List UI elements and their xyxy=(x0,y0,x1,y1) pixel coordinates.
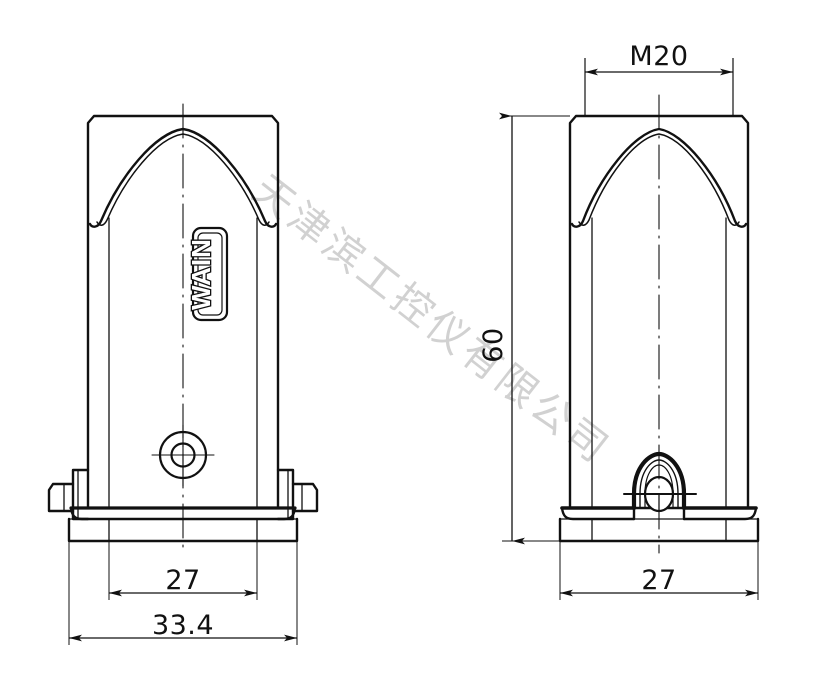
front-view xyxy=(47,103,319,554)
front-latch-left-tab xyxy=(47,482,75,513)
front-dimensions xyxy=(68,541,298,645)
side-dim-60-label: 60 xyxy=(478,327,509,362)
side-flange-body xyxy=(558,517,760,543)
front-logo-plate xyxy=(191,226,229,322)
front-latch-right-tab xyxy=(291,482,319,513)
side-dim-27-label: 27 xyxy=(641,565,676,596)
front-dim-33-4-label: 33.4 xyxy=(152,610,214,641)
logo-plate-inner-border xyxy=(197,232,223,316)
front-dim-27-label: 27 xyxy=(165,565,200,596)
side-arch-inner xyxy=(578,133,740,226)
side-view xyxy=(558,94,760,554)
side-dim-m20-label: M20 xyxy=(629,41,688,72)
front-flange-body xyxy=(67,517,299,543)
front-logo-text: WAIN xyxy=(186,238,216,310)
logo-plate-border xyxy=(191,226,229,322)
side-dimensions xyxy=(499,58,759,600)
